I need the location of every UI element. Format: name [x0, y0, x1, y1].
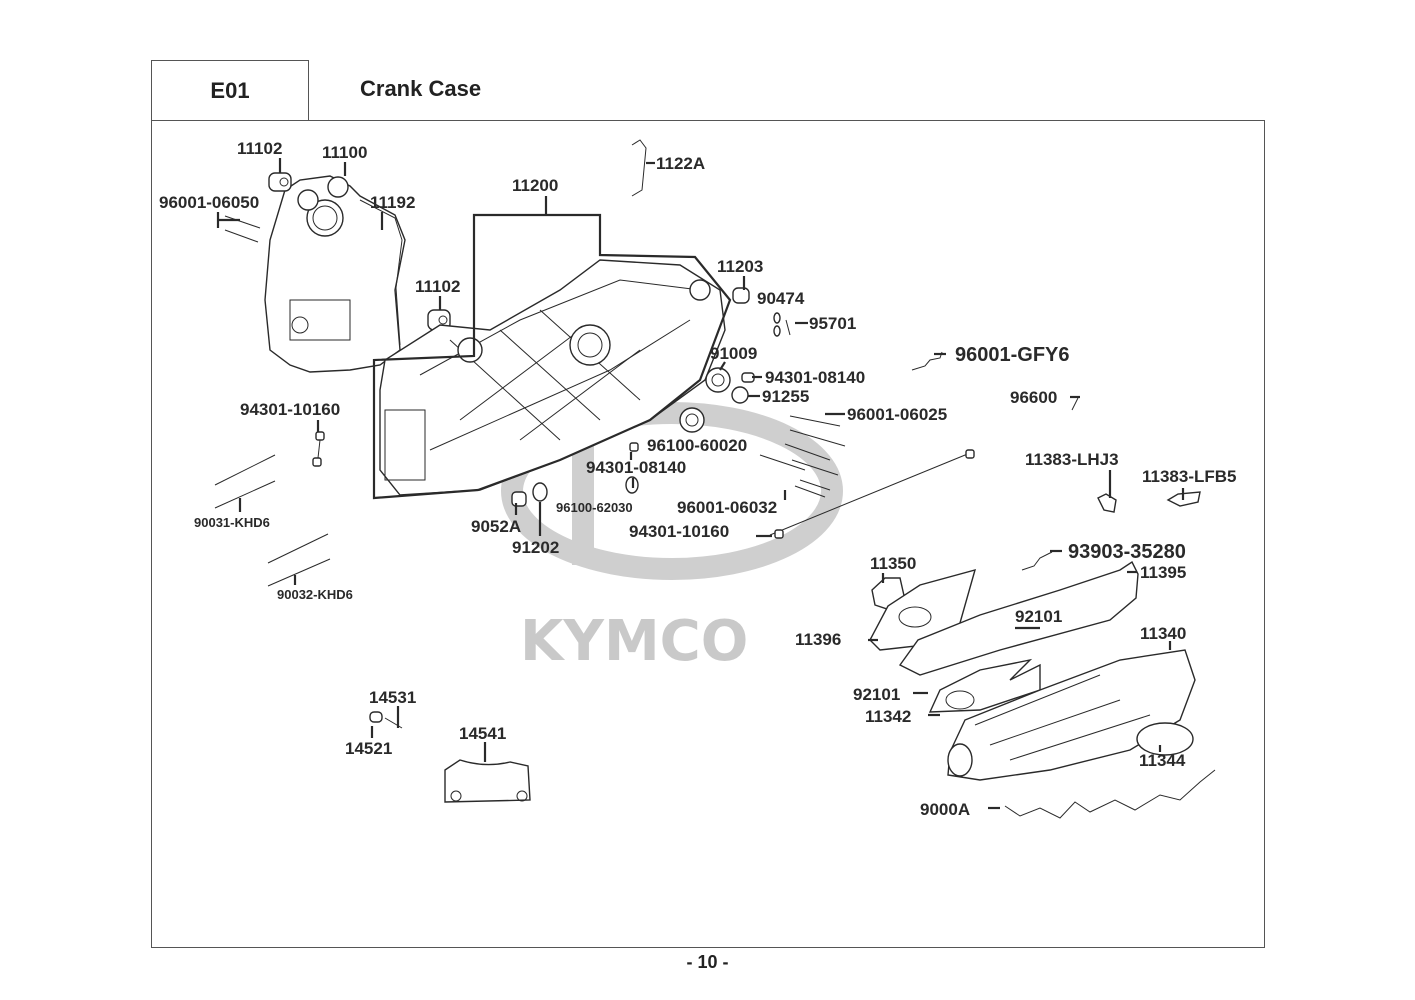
part-label: 96100-60020	[647, 436, 747, 455]
part-label: 96001-GFY6	[955, 344, 1070, 366]
part-label: 11350	[870, 554, 916, 573]
part-label: 91255	[762, 387, 809, 406]
plate-and-pin-drawing	[369, 711, 531, 803]
page-title: Crank Case	[360, 76, 482, 101]
part-label: 90031-KHD6	[194, 515, 270, 530]
transmission-cover-drawing	[869, 560, 1196, 781]
diagram-frame	[151, 120, 1265, 948]
part-label: 14521	[345, 739, 392, 758]
part-label: 96600	[1010, 388, 1057, 407]
part-label: 95701	[809, 314, 856, 333]
part-label: 90474	[757, 289, 805, 308]
part-label: 14541	[459, 724, 506, 743]
part-label: 96001-06025	[847, 405, 947, 424]
part-label: 94301-08140	[586, 458, 686, 477]
part-label: 94301-10160	[629, 522, 729, 541]
part-label: 90032-KHD6	[277, 587, 353, 602]
right-crankcase-drawing	[379, 259, 726, 496]
part-label: 96100-62030	[556, 500, 633, 515]
part-label: 14531	[369, 688, 416, 707]
part-label: 11395	[1140, 563, 1186, 582]
part-label: 94301-10160	[240, 400, 340, 419]
page-number: - 10 -	[686, 952, 729, 972]
part-label: 1122A	[656, 154, 705, 173]
part-label: 91202	[512, 538, 559, 557]
part-label: 94301-08140	[765, 368, 865, 387]
part-labels: 11102 11100 96001-06050 11192 11200 1122…	[159, 139, 1237, 819]
part-label: 92101	[853, 685, 900, 704]
left-crankcase-drawing	[264, 175, 406, 373]
part-label: 11396	[795, 630, 841, 649]
part-label: 11344	[1139, 751, 1186, 770]
part-label: 92101	[1015, 607, 1062, 626]
section-code-cell: E01	[151, 60, 309, 120]
watermark-d-stem	[572, 430, 594, 565]
dowel-studs-drawing	[224, 215, 261, 243]
part-label: 11342	[865, 707, 911, 726]
part-label: 11203	[717, 257, 763, 276]
part-label: 11383-LHJ3	[1025, 450, 1119, 469]
part-label: 91009	[710, 344, 757, 363]
section-code: E01	[210, 77, 250, 103]
long-studs-drawing	[214, 454, 331, 587]
part-label: 11340	[1140, 624, 1186, 643]
part-label: 11102	[237, 139, 282, 158]
part-label: 11100	[322, 143, 367, 162]
part-label: 96001-06032	[677, 498, 777, 517]
part-label: 11200	[512, 176, 558, 195]
part-label: 11192	[370, 193, 415, 212]
bolt-set-drawing	[759, 415, 846, 498]
leader-lines	[216, 158, 1185, 810]
part-label: 93903-35280	[1068, 541, 1186, 563]
part-label: 11383-LFB5	[1142, 467, 1237, 486]
watermark-ring	[501, 402, 843, 580]
small-parts-drawing	[312, 287, 975, 539]
bracket-11200	[372, 213, 732, 500]
breather-tube-drawing	[631, 139, 647, 197]
part-label: 11102	[415, 277, 460, 296]
watermark-text: KYMCO	[520, 609, 748, 674]
kymco-watermark: KYMCO	[501, 402, 843, 674]
cover-bolts-drawing	[1004, 769, 1216, 819]
part-label: 9052A	[471, 517, 521, 536]
part-label: 96001-06050	[159, 193, 259, 212]
part-label: 9000A	[920, 800, 970, 819]
